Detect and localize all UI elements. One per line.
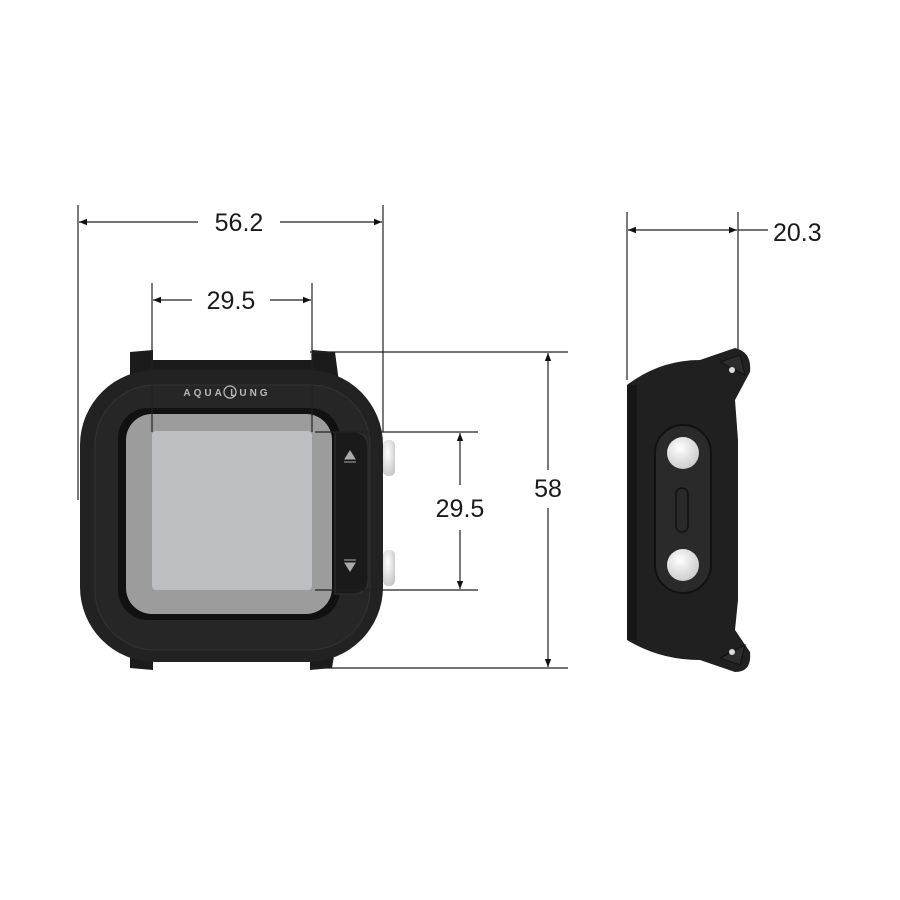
aqualung-logo-icon <box>223 385 237 399</box>
brand-logo: AQUA LUNG <box>183 388 270 399</box>
connector-slot <box>675 487 689 533</box>
down-button[interactable] <box>383 550 395 586</box>
side-button-top[interactable] <box>667 437 699 469</box>
dimension-56-2: 56.2 <box>79 209 382 237</box>
dimension-58: 58 <box>534 353 562 667</box>
strap-pin-icon <box>729 649 735 655</box>
down-arrow-icon <box>344 559 356 572</box>
extension-lines <box>77 205 739 669</box>
up-arrow-icon <box>344 450 356 463</box>
dimension-label-height: 58 <box>534 475 562 503</box>
dimension-29-5-vertical: 29.5 <box>436 433 485 589</box>
up-button[interactable] <box>383 440 395 476</box>
front-view-watch: AQUA LUNG <box>80 350 395 670</box>
dimension-29-5-horizontal: 29.5 <box>153 287 311 315</box>
side-view-watch <box>627 348 751 672</box>
dimension-20-3: 20.3 <box>628 219 822 247</box>
strap-pin-icon <box>729 367 735 373</box>
lcd-screen <box>152 431 312 590</box>
dimension-label-depth: 20.3 <box>773 219 822 247</box>
dimension-label-screen-height: 29.5 <box>436 495 485 523</box>
dimension-label-width: 56.2 <box>215 209 264 237</box>
side-button-bottom[interactable] <box>667 549 699 581</box>
dimension-label-screen-width: 29.5 <box>207 287 256 315</box>
